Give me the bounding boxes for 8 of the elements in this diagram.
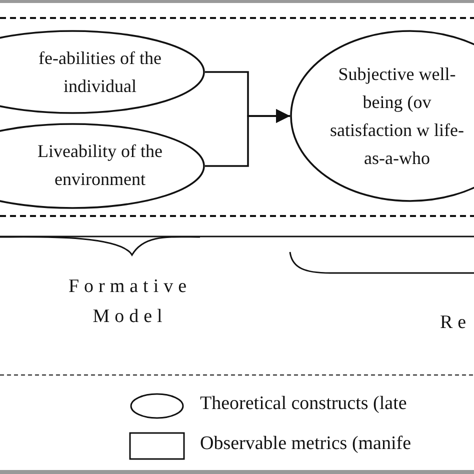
model-label: Formative Model	[67, 275, 193, 329]
model-label: Re	[440, 312, 472, 334]
node-label: fe-abilities of the individual	[38, 47, 162, 98]
legend-label: Theoretical constructs (late	[200, 393, 407, 415]
legend-label: Observable metrics (manife	[200, 433, 412, 455]
node-label: Subjective well-being (ov satisfaction w life-as-a-who	[329, 63, 465, 170]
node-label: Liveability of the environment	[36, 140, 164, 191]
arrow	[205, 109, 290, 167]
